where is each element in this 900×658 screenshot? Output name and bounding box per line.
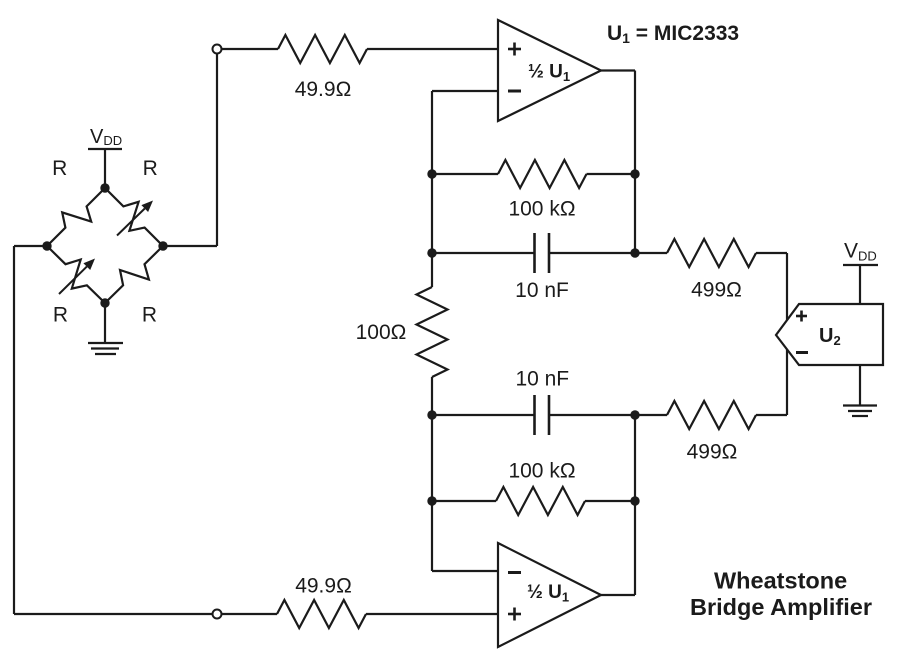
svg-text:499Ω: 499Ω <box>691 279 742 302</box>
svg-text:R: R <box>52 157 67 180</box>
svg-text:100 kΩ: 100 kΩ <box>508 460 575 483</box>
svg-text:½ U1: ½ U1 <box>527 582 569 605</box>
svg-text:Bridge Amplifier: Bridge Amplifier <box>690 594 872 620</box>
svg-text:U1 = MIC2333: U1 = MIC2333 <box>607 22 739 46</box>
svg-text:R: R <box>142 304 157 327</box>
svg-text:49.9Ω: 49.9Ω <box>295 575 352 598</box>
svg-text:100Ω: 100Ω <box>356 321 407 344</box>
svg-text:10 nF: 10 nF <box>515 279 569 302</box>
svg-text:Wheatstone: Wheatstone <box>714 568 847 594</box>
svg-text:100 kΩ: 100 kΩ <box>508 198 575 221</box>
svg-text:R: R <box>143 157 158 180</box>
svg-text:10 nF: 10 nF <box>515 368 569 391</box>
svg-text:R: R <box>53 304 68 327</box>
svg-text:49.9Ω: 49.9Ω <box>295 78 352 101</box>
svg-text:½ U1: ½ U1 <box>528 62 570 85</box>
svg-text:499Ω: 499Ω <box>687 441 738 464</box>
